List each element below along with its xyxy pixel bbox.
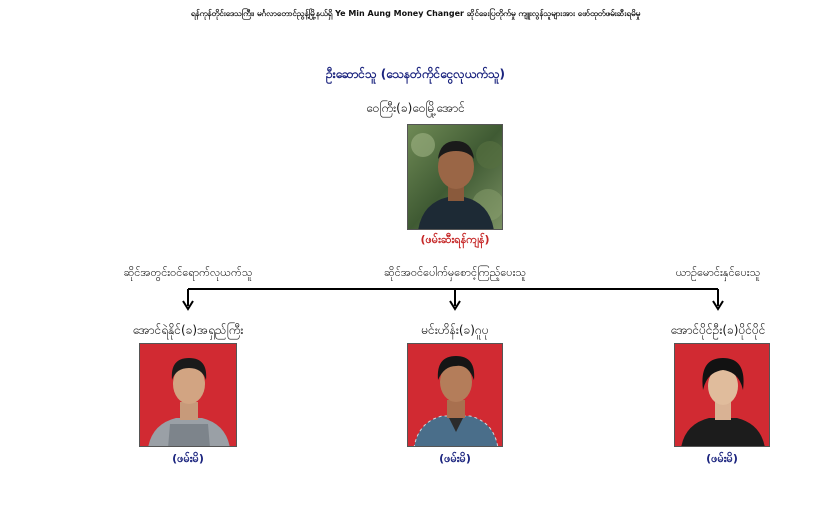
member-name-label: မင်းဟိန်း(ခ)ဂူပု [421,323,489,337]
page-title: ရန်ကုန်တိုင်းဒေသကြီး၊ မင်္ဂလာတောင်ညွန့်မ… [190,9,641,18]
person-portrait-icon [675,344,769,446]
member-status-label: (ဖမ်းမိ) [172,452,204,465]
leader-role-label: ဦးဆောင်သူ (သေနတ်ကိုင်ငွေလုယက်သူ) [325,67,506,81]
person-portrait-icon [408,125,502,229]
leader-photo [407,124,503,230]
arrow-down-icon [449,300,461,311]
person-portrait-icon [140,344,236,446]
member-role-label: ယာဉ်မောင်းနှင်ပေးသူ [675,266,761,279]
member-photo [139,343,237,447]
member-status-label: (ဖမ်းမိ) [706,452,738,465]
leader-status-label: (ဖမ်းဆီးရန်ကျန်) [420,233,490,246]
member-photo [407,343,503,447]
person-portrait-icon [408,344,502,446]
member-name-label: အောင်ပိုင်ဦး(ခ)ပိုင်ပိုင် [670,323,766,337]
leader-name-label: ဝေကြီး(ခ)ဝေမြို့အောင် [366,101,465,115]
member-photo [674,343,770,447]
member-role-label: ဆိုင်အတွင်းဝင်ရောက်လုယက်သူ [123,266,253,279]
member-name-label: အောင်ရဲနိုင်(ခ)အရှည်ကြီး [132,323,244,337]
member-status-label: (ဖမ်းမိ) [439,452,471,465]
member-role-label: ဆိုင်အဝင်ပေါက်မှစောင့်ကြည့်ပေးသူ [383,266,526,279]
arrow-down-icon [182,300,194,311]
arrow-down-icon [712,300,724,311]
